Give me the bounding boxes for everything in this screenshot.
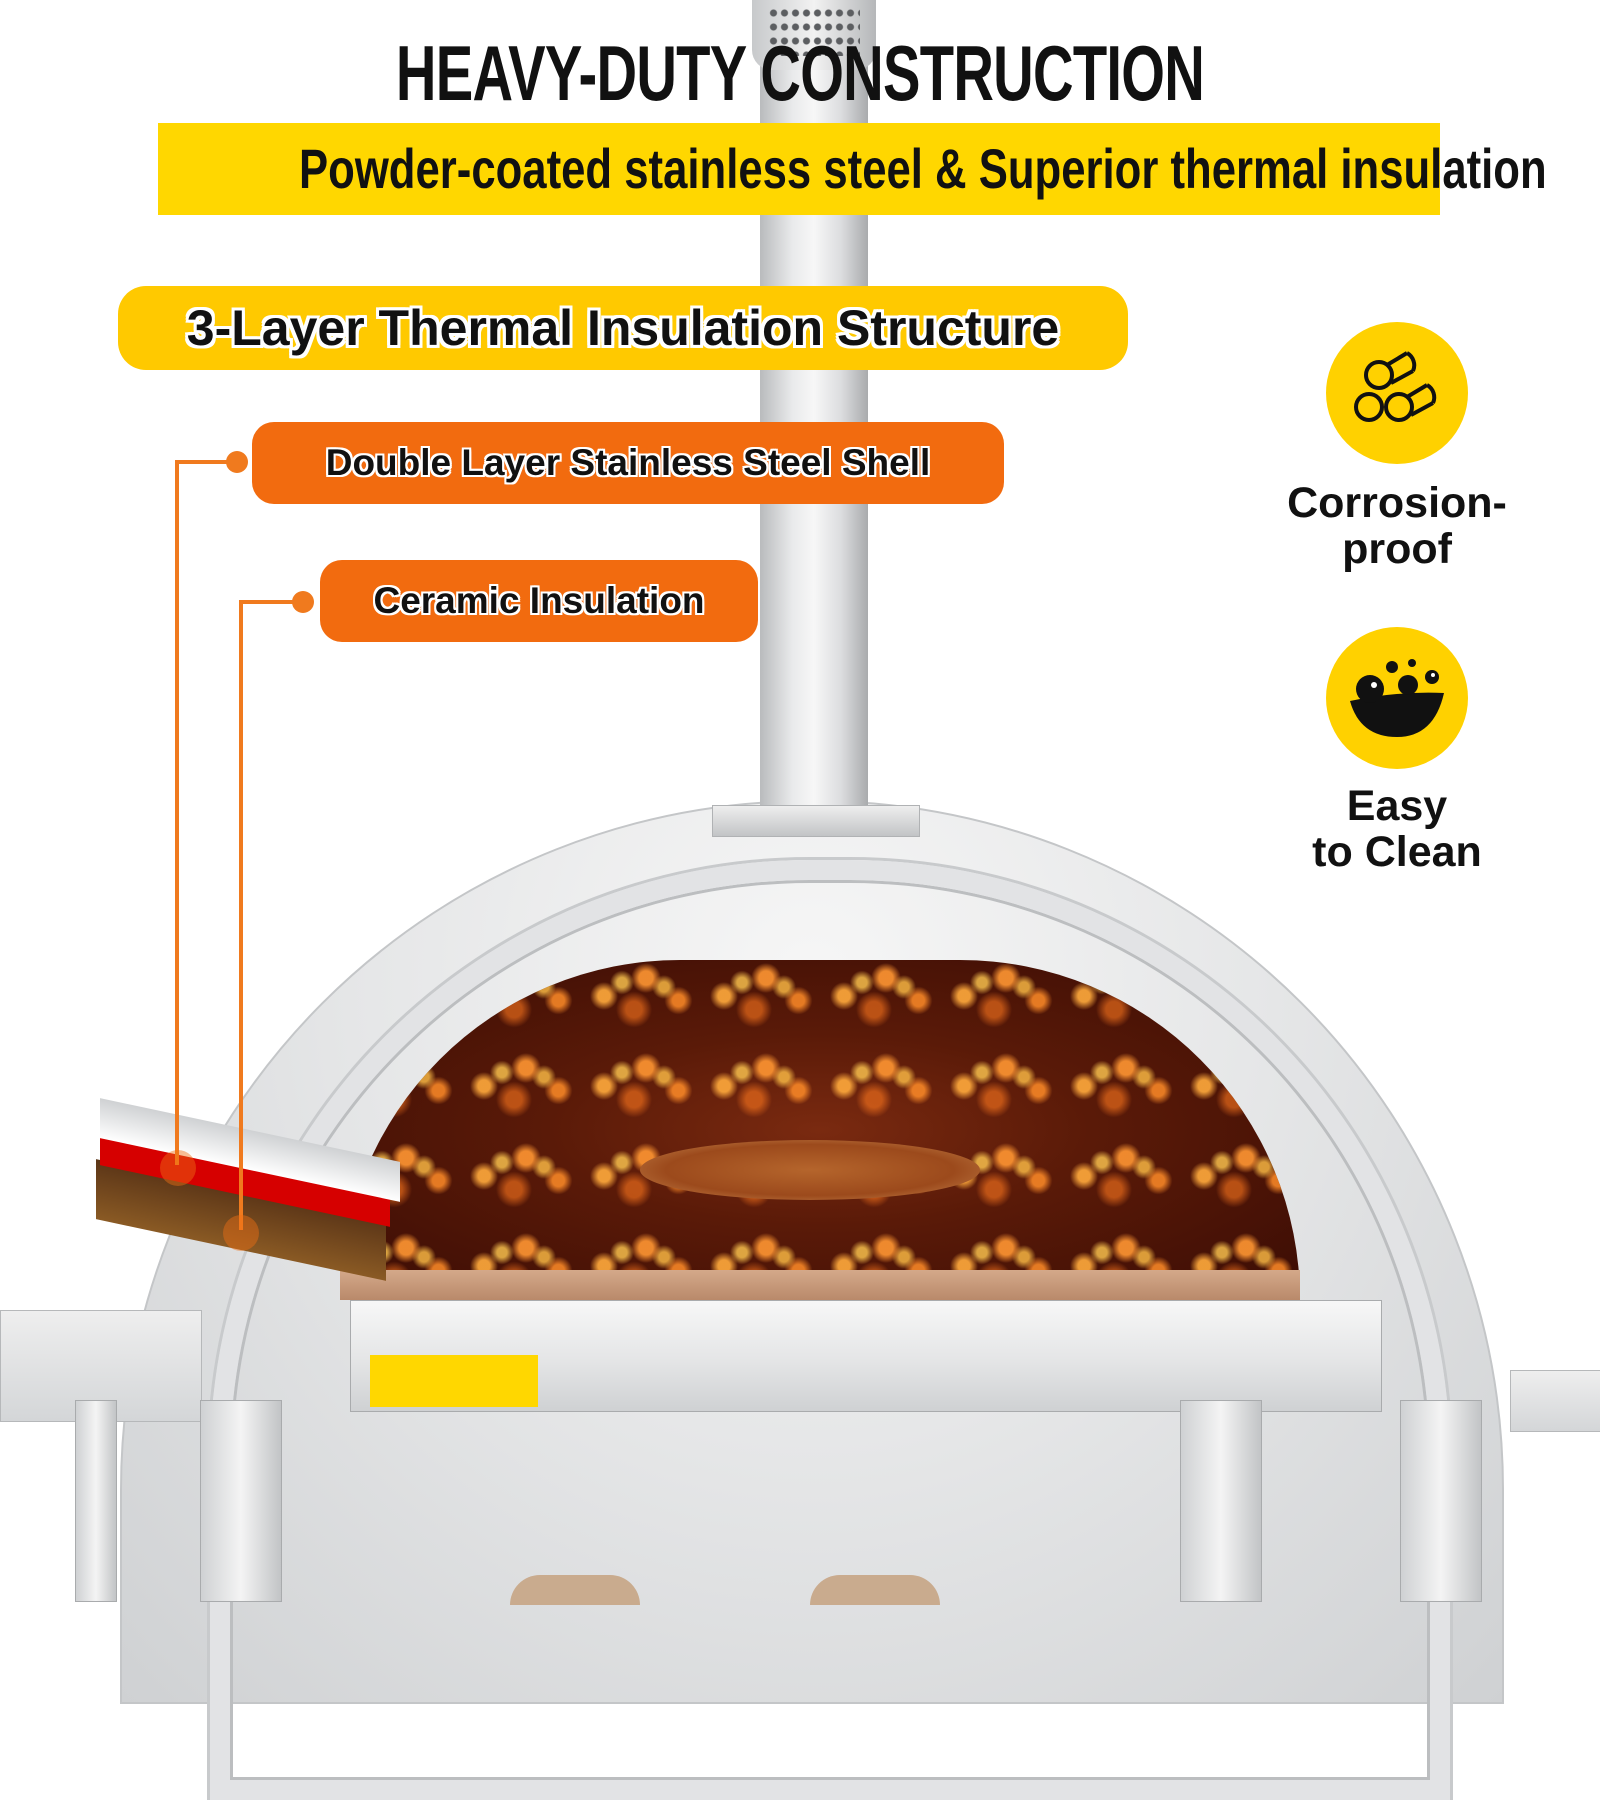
firewood <box>810 1575 940 1605</box>
feature-corrosion-line1: Corrosion- <box>1287 479 1507 527</box>
feature-clean-line1: Easy <box>1346 782 1448 830</box>
callout-line-shell-vertical <box>175 460 179 1165</box>
stand-leg <box>1400 1400 1482 1602</box>
callout-dot-icon <box>292 591 314 613</box>
callout-shell: Double Layer Stainless Steel Shell <box>252 422 1004 504</box>
callout-dot-icon <box>226 451 248 473</box>
subtitle-band <box>158 123 1440 215</box>
feature-clean-label: Easy to Clean <box>1237 783 1557 875</box>
feature-corrosion-line2: proof <box>1342 525 1452 573</box>
stand-leg <box>200 1400 282 1602</box>
brand-tag <box>370 1355 538 1407</box>
callout-line-ceramic-vertical <box>239 600 243 1230</box>
callout-marker-shell-icon <box>160 1150 196 1186</box>
chimney-vent-holes <box>768 6 860 56</box>
firewood <box>510 1575 640 1605</box>
insulation-heading: 3-Layer Thermal Insulation Structure <box>186 300 1060 356</box>
steel-rods-icon <box>1354 351 1437 422</box>
callout-line-shell-horizontal <box>175 460 237 464</box>
callout-ceramic-label: Ceramic Insulation <box>373 580 705 621</box>
feature-clean-line2: to Clean <box>1312 828 1482 876</box>
callout-ceramic: Ceramic Insulation <box>320 560 758 642</box>
fire-embers <box>340 960 1300 1300</box>
cleaning-bubbles-icon <box>1350 659 1444 737</box>
pizza <box>640 1140 980 1200</box>
callout-marker-ceramic-icon <box>223 1215 259 1251</box>
pizza-stone <box>340 1270 1300 1300</box>
callout-line-ceramic-horizontal <box>239 600 301 604</box>
feature-clean-badge <box>1326 627 1468 769</box>
page-subtitle: Powder-coated stainless steel & Superior… <box>299 137 1547 200</box>
oven-opening-fire <box>340 960 1300 1300</box>
insulation-heading-pill: 3-Layer Thermal Insulation Structure <box>118 286 1128 370</box>
side-table-right <box>1510 1370 1600 1432</box>
page-title: HEAVY-DUTY CONSTRUCTION <box>395 29 1205 117</box>
stand-leg <box>75 1400 117 1602</box>
chimney-base-plate <box>712 805 920 837</box>
feature-corrosion-badge <box>1326 322 1468 464</box>
feature-corrosion-label: Corrosion- proof <box>1237 480 1557 572</box>
stand-leg <box>1180 1400 1262 1602</box>
callout-shell-label: Double Layer Stainless Steel Shell <box>325 442 931 483</box>
